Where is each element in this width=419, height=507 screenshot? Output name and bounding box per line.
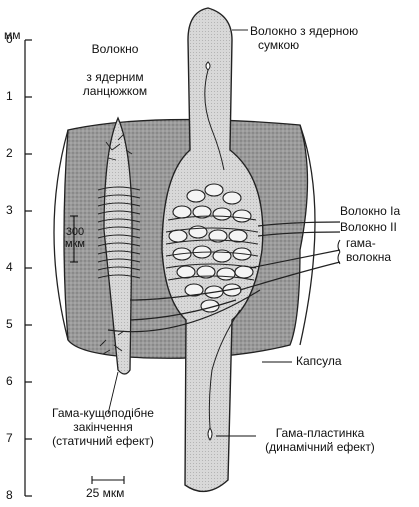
scalebar-300 <box>70 215 78 263</box>
nucleus <box>212 207 232 221</box>
nuclear-chain-fiber <box>97 116 141 375</box>
nucleus <box>208 229 228 243</box>
nerve-fibers <box>107 221 341 333</box>
gamma-plate-line2: (динамічний ефект) <box>265 440 375 454</box>
gamma-trail-line1: Гама-кущоподібне <box>52 406 154 420</box>
bag-fiber-line1: Волокно з ядерною <box>250 24 359 38</box>
bag-fiber-line2: сумкою <box>258 38 300 52</box>
chain-fiber-label: Волокно з ядерним ланцюжком <box>60 42 170 98</box>
nucleus <box>196 265 216 279</box>
capsule-label: Капсула <box>296 354 342 368</box>
scale-tick-label: 3 <box>6 203 13 217</box>
leader-lines <box>107 29 292 437</box>
scalebar-25-label: 25 мкм <box>86 486 125 500</box>
scale-tick-label: 2 <box>6 146 13 160</box>
mm-scale <box>24 39 32 497</box>
gamma-plate-label: Гама-пластинка (динамічний ефект) <box>250 426 390 454</box>
gamma-fibers-line1: гама- <box>346 236 376 250</box>
scale-tick-label: 8 <box>6 488 13 502</box>
nucleus <box>232 209 252 223</box>
gamma-trail-line3: (статичний ефект) <box>52 434 154 448</box>
scalebar-300-value: 300 <box>65 226 85 238</box>
nucleus <box>212 249 232 263</box>
chain-fiber-line2: з ядерним <box>86 70 144 84</box>
nucleus <box>184 283 204 297</box>
fiber-Ia-label: Волокно Ia <box>340 204 401 218</box>
nucleus <box>216 267 236 281</box>
nucleus <box>192 205 212 219</box>
scalebar-300-label: 300 мкм <box>58 226 92 250</box>
fiber-II-label: Волокно II <box>340 220 397 234</box>
scale-tick-label: 6 <box>6 374 13 388</box>
gamma-fibers-label: гама- волокна <box>346 236 391 264</box>
nuclear-bag-fiber <box>161 7 264 493</box>
scale-tick-label: 7 <box>6 431 13 445</box>
gamma-fibers-line2: волокна <box>346 250 392 264</box>
nucleus <box>168 229 188 243</box>
scale-unit: мм <box>4 28 21 42</box>
scalebar-25 <box>91 476 125 484</box>
nucleus <box>186 189 206 203</box>
scalebar-300-unit: мкм <box>65 238 85 250</box>
scale-tick-label: 1 <box>6 89 13 103</box>
bag-fiber-label: Волокно з ядерною сумкою <box>250 24 358 52</box>
nucleus <box>228 229 248 243</box>
nucleus <box>176 265 196 279</box>
scale-tick-label: 5 <box>6 317 13 331</box>
scale-tick-label: 4 <box>6 260 13 274</box>
gamma-plate-line1: Гама-пластинка <box>275 426 365 440</box>
chain-fiber-line3: ланцюжком <box>82 84 148 98</box>
chain-fiber-line1: Волокно <box>91 42 139 56</box>
scale-tick-label: 0 <box>6 32 13 46</box>
gamma-trail-label: Гама-кущоподібне закінчення (статичний е… <box>28 406 178 448</box>
nucleus <box>172 205 192 219</box>
nucleus <box>222 191 242 205</box>
nucleus <box>204 183 224 197</box>
gamma-trail-line2: закінчення <box>73 420 133 434</box>
